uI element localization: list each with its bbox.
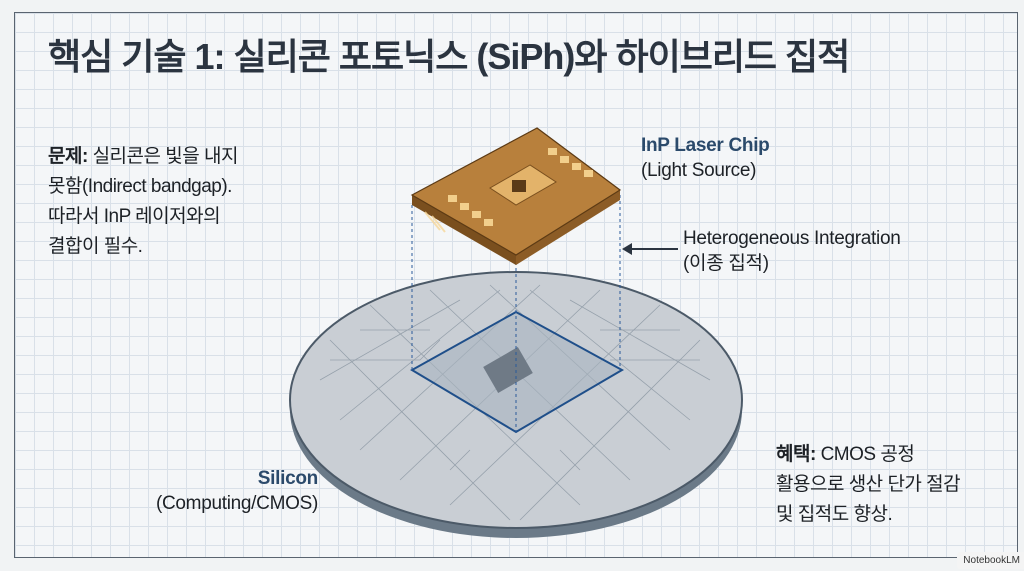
benefit-text: 혜택: CMOS 공정 활용으로 생산 단가 절감 및 집적도 향상. [776, 444, 961, 525]
integration-arrow-icon [622, 243, 678, 255]
silicon-label: Silicon (Computing/CMOS) [155, 468, 318, 514]
projection-lines [411, 195, 621, 432]
integration-label: Heterogeneous Integration (이종 집적) [683, 228, 901, 274]
problem-text: 문제: 실리콘은 빛을 내지 못함(Indirect bandgap). 따라서… [48, 146, 238, 257]
benefit-label: 혜택: [776, 444, 816, 465]
problem-label: 문제: [48, 146, 88, 167]
inp-laser-chip [410, 127, 622, 265]
page-title: 핵심 기술 1: 실리콘 포토닉스 (SiPh)와 하이브리드 집적 [48, 36, 850, 77]
laser-chip-label: InP Laser Chip (Light Source) [641, 135, 770, 181]
notebooklm-watermark: NotebookLM [957, 552, 1024, 569]
